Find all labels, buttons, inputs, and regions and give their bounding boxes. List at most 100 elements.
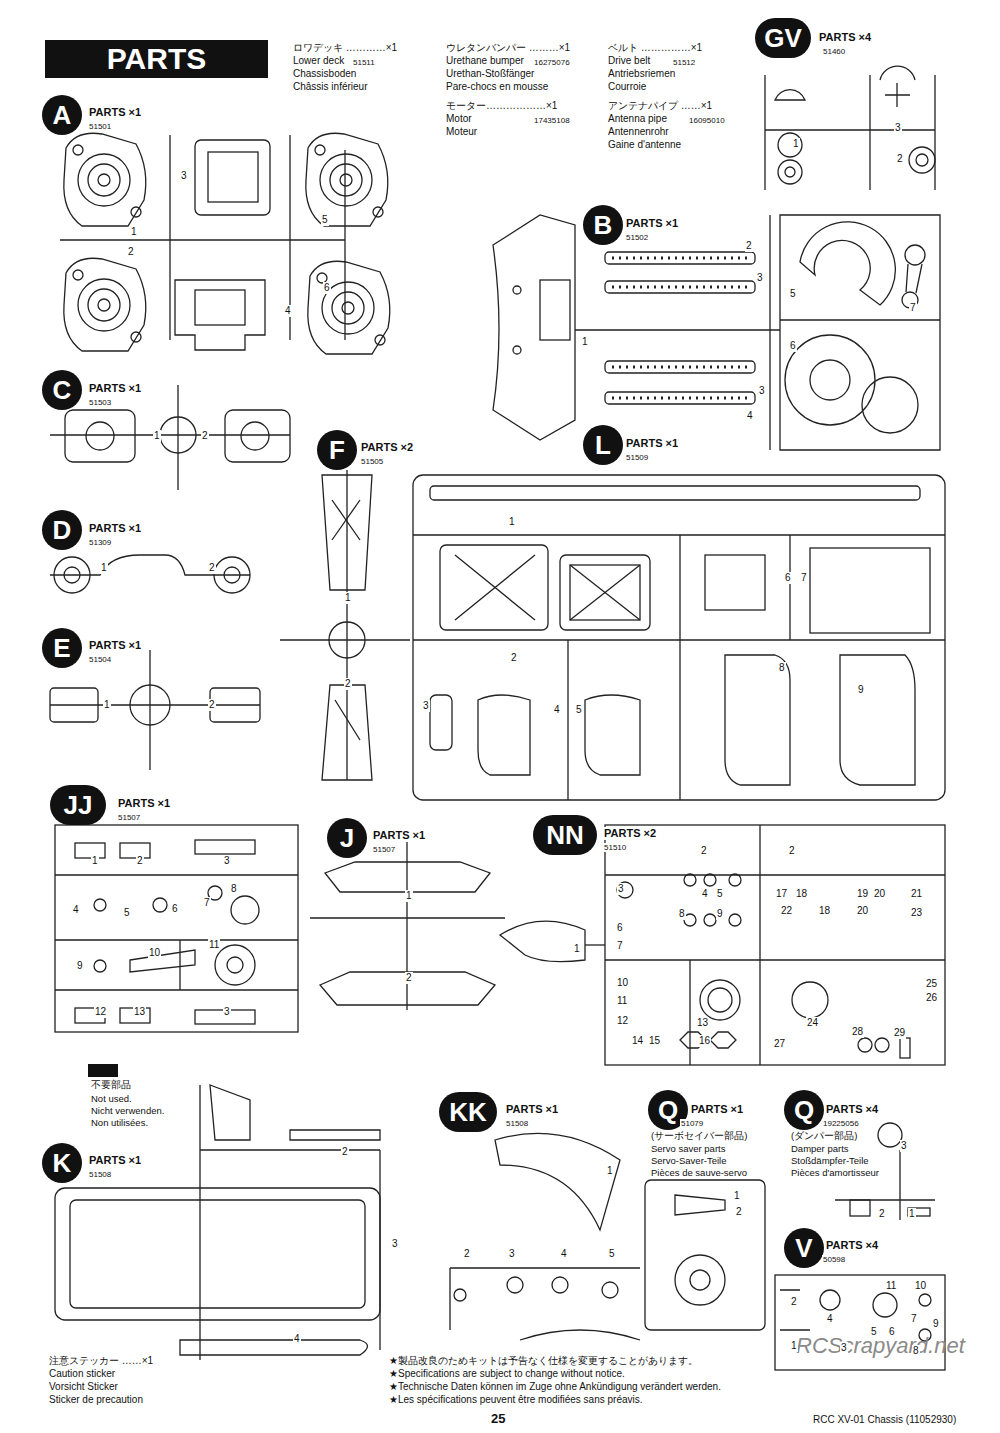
part-text: Antennenrohr bbox=[607, 126, 670, 138]
callout-number: 3 bbox=[894, 122, 902, 134]
callout-number: 19 bbox=[856, 888, 869, 900]
callout-number: 4 bbox=[701, 888, 709, 900]
callout-number: 3 bbox=[840, 1342, 848, 1354]
part-text: 25 bbox=[490, 1412, 506, 1427]
part-text: 51507 bbox=[117, 813, 141, 822]
part-text: 51510 bbox=[603, 843, 627, 852]
callout-number: 5 bbox=[789, 288, 797, 300]
part-text: PARTS ×1 bbox=[88, 1154, 142, 1167]
callout-number: 1 bbox=[733, 1190, 741, 1202]
part-text: PARTS ×1 bbox=[372, 829, 426, 842]
part-text: Caution sticker bbox=[48, 1368, 116, 1380]
part-text: Pièces de sauve-servo bbox=[650, 1168, 748, 1179]
part-text: 51460 bbox=[822, 47, 846, 56]
part-text: 51504 bbox=[88, 655, 112, 664]
badge-letter: J bbox=[340, 825, 354, 851]
callout-number: 1 bbox=[91, 855, 99, 867]
badge-letter: K bbox=[53, 1150, 72, 1176]
callout-number: 11 bbox=[616, 995, 628, 1007]
part-text: (ダンパー部品) bbox=[790, 1131, 858, 1142]
callout-number: 3 bbox=[223, 1006, 231, 1018]
watermark: RCScrapyard.net bbox=[795, 1333, 966, 1358]
callout-number: 1 bbox=[100, 562, 108, 574]
part-text: PARTS ×2 bbox=[603, 827, 657, 840]
callout-number: 13 bbox=[696, 1017, 709, 1029]
part-text: Antriebsriemen bbox=[607, 68, 676, 80]
part-letter-badge: Q bbox=[784, 1090, 824, 1130]
callout-number: 1 bbox=[103, 699, 111, 711]
callout-number: 5 bbox=[870, 1326, 878, 1338]
callout-number: 29 bbox=[893, 1027, 906, 1039]
callout-number: 1 bbox=[908, 1208, 916, 1220]
part-text: Non utilisées. bbox=[90, 1118, 149, 1129]
part-text: 51505 bbox=[360, 457, 384, 466]
callout-number: 9 bbox=[932, 1318, 940, 1330]
callout-number: 7 bbox=[616, 940, 624, 952]
part-text: Moteur bbox=[445, 126, 478, 138]
part-text: PARTS ×4 bbox=[825, 1103, 879, 1116]
badge-letter: L bbox=[595, 432, 611, 458]
part-text: 51309 bbox=[88, 538, 112, 547]
callout-number: 18 bbox=[818, 905, 831, 917]
part-text: 16095010 bbox=[688, 116, 726, 125]
callout-number: 16 bbox=[698, 1035, 711, 1047]
part-text: 51501 bbox=[88, 122, 112, 131]
part-text: ベルト ……………×1 bbox=[607, 42, 703, 54]
part-text: (サーボセイバー部品) bbox=[650, 1131, 748, 1142]
callout-number: 3 bbox=[391, 1238, 399, 1250]
callout-number: 15 bbox=[648, 1035, 661, 1047]
part-text: 51502 bbox=[625, 233, 649, 242]
callout-number: 4 bbox=[284, 305, 292, 317]
part-text: 51508 bbox=[505, 1119, 529, 1128]
callout-number: 4 bbox=[553, 704, 561, 716]
part-text: PARTS ×2 bbox=[360, 441, 414, 454]
callout-number: 3 bbox=[422, 700, 430, 712]
part-text: Courroie bbox=[607, 81, 647, 93]
callout-number: 5 bbox=[321, 214, 329, 226]
callout-number: 6 bbox=[171, 903, 179, 915]
part-text: 51509 bbox=[625, 453, 649, 462]
badge-letter: JJ bbox=[64, 792, 93, 818]
callout-number: 2 bbox=[790, 1296, 798, 1308]
callout-number: 1 bbox=[792, 138, 800, 150]
callout-number: 13 bbox=[133, 1006, 146, 1018]
part-letter-badge: B bbox=[583, 205, 623, 245]
part-text: 51512 bbox=[672, 58, 696, 67]
callout-number: 3 bbox=[900, 1140, 908, 1152]
part-text: PARTS ×1 bbox=[88, 522, 142, 535]
part-text: 51503 bbox=[88, 398, 112, 407]
callout-number: 1 bbox=[344, 592, 352, 604]
badge-letter: E bbox=[53, 635, 70, 661]
part-text: Vorsicht Sticker bbox=[48, 1381, 119, 1393]
callout-number: 11 bbox=[885, 1280, 897, 1292]
callout-number: 1 bbox=[790, 1340, 798, 1352]
callout-number: 4 bbox=[826, 1313, 834, 1325]
callout-number: 7 bbox=[800, 572, 808, 584]
part-letter-badge: D bbox=[42, 510, 82, 550]
callout-number: 3 bbox=[180, 170, 188, 182]
callout-number: 5 bbox=[575, 704, 583, 716]
legend-swatch bbox=[88, 1064, 118, 1077]
callout-number: 1 bbox=[573, 943, 581, 955]
badge-letter: Q bbox=[794, 1097, 814, 1123]
part-text: 19225056 bbox=[822, 1119, 860, 1128]
part-text: ★Les spécifications peuvent être modifié… bbox=[388, 1394, 644, 1406]
part-letter-badge: L bbox=[583, 425, 623, 465]
part-text: モーター………………×1 bbox=[445, 100, 558, 112]
part-text: RCC XV-01 Chassis (11052930) bbox=[812, 1414, 957, 1426]
callout-number: 1 bbox=[606, 1165, 614, 1177]
callout-number: 12 bbox=[616, 1015, 629, 1027]
part-letter-badge: F bbox=[317, 430, 357, 470]
callout-number: 2 bbox=[878, 1208, 886, 1220]
part-text: Chassisboden bbox=[292, 68, 357, 80]
callout-number: 6 bbox=[789, 340, 797, 352]
callout-number: 10 bbox=[148, 947, 161, 959]
callout-number: 7 bbox=[909, 302, 917, 314]
callout-number: 3 bbox=[756, 272, 764, 284]
part-text: Lower deck bbox=[292, 55, 345, 67]
callout-number: 1 bbox=[130, 226, 138, 238]
callout-number: 3 bbox=[617, 883, 625, 895]
part-text: PARTS ×1 bbox=[88, 382, 142, 395]
